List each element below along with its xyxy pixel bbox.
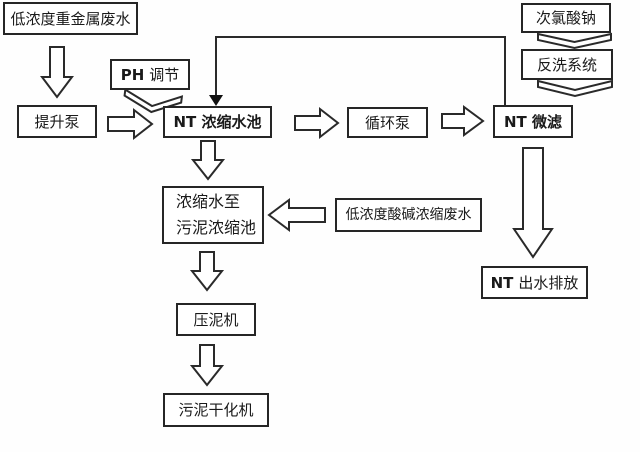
node-mud-press-label: 压泥机: [193, 310, 239, 329]
arrow-nttank-to-concentrate-icon: [190, 140, 226, 181]
node-effluent-label-bold: NT: [490, 273, 514, 292]
node-sludge-dryer: 污泥干化机: [163, 393, 269, 427]
node-effluent-discharge: NT 出水排放: [481, 266, 588, 299]
arrow-concentrate-to-press-icon: [189, 251, 225, 292]
node-ph-adjust-label-bold: PH: [120, 65, 145, 84]
node-concentrate-to-thickener: 浓缩水至 污泥浓缩池: [162, 186, 264, 244]
node-backwash-system: 反洗系统: [521, 49, 613, 80]
arrow-acidwaste-to-concentrate-icon: [267, 198, 326, 232]
arrow-ntmf-to-effluent-icon: [512, 147, 554, 259]
node-backwash-system-label: 反洗系统: [536, 55, 597, 74]
arrow-influent-to-liftpump-icon: [40, 46, 74, 99]
recirculation-line: [215, 36, 506, 107]
node-sludge-dryer-label: 污泥干化机: [178, 401, 254, 419]
arrow-press-to-dryer-icon: [189, 344, 225, 387]
node-lift-pump: 提升泵: [17, 105, 97, 138]
node-naclo-label: 次氯酸钠: [535, 9, 596, 27]
arrow-circpump-to-ntmf-icon: [441, 105, 485, 137]
node-nt-tank-label: NT 浓缩水池: [173, 113, 262, 131]
recirculation-arrowhead-icon: [209, 95, 223, 106]
node-lift-pump-label: 提升泵: [34, 112, 80, 131]
node-ph-adjust-label: 调节: [149, 65, 180, 84]
node-nt-microfiltration-label: NT 微滤: [503, 112, 562, 131]
node-acid-waste: 低浓度酸碱浓缩废水: [335, 198, 482, 232]
arrow-nttank-to-circpump-icon: [294, 106, 340, 140]
node-mud-press: 压泥机: [176, 303, 256, 336]
node-circulation-pump-label: 循环泵: [364, 113, 410, 132]
arrow-liftpump-to-nttank-icon: [107, 107, 154, 141]
node-influent-label: 低浓度重金属废水: [10, 9, 131, 28]
node-ph-adjust: PH 调节: [110, 59, 190, 90]
node-nt-tank: NT 浓缩水池: [163, 106, 272, 138]
chevron-naclo-to-backwash-icon: [537, 32, 612, 50]
node-circulation-pump: 循环泵: [347, 107, 428, 138]
node-naclo: 次氯酸钠: [521, 3, 611, 33]
node-nt-microfiltration: NT 微滤: [493, 105, 573, 138]
chevron-backwash-to-ntmf-icon: [537, 79, 613, 98]
node-concentrate-line2: 污泥浓缩池: [176, 218, 257, 237]
node-acid-waste-label: 低浓度酸碱浓缩废水: [345, 206, 472, 223]
node-concentrate-line1: 浓缩水至: [176, 192, 241, 211]
node-effluent-label: 出水排放: [518, 273, 579, 292]
node-influent: 低浓度重金属废水: [3, 2, 138, 35]
